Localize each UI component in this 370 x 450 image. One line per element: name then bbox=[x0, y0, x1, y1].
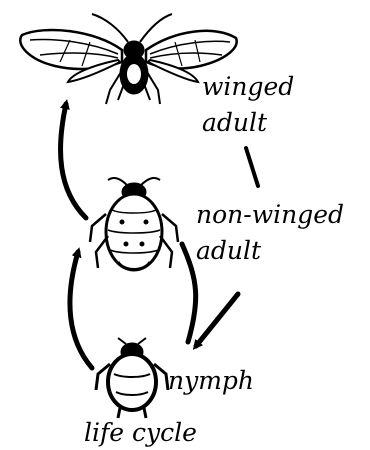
label-nymph: nymph bbox=[168, 368, 254, 394]
arrow-nonwinged-to-nymph bbox=[182, 244, 196, 342]
arrow-winged-to-nymph bbox=[246, 148, 258, 186]
caption-life-cycle: life cycle bbox=[84, 420, 197, 446]
label-non-winged-adult: adult bbox=[196, 238, 261, 264]
arrow-nonwinged-to-winged bbox=[61, 104, 86, 218]
label-winged-adult: adult bbox=[202, 110, 267, 136]
nymph-aphid-illustration bbox=[96, 338, 168, 418]
arrow-right-to-nymph bbox=[196, 294, 238, 346]
label-winged: winged bbox=[202, 74, 294, 100]
label-non-winged: non-winged bbox=[196, 202, 344, 228]
arrow-nymph-to-nonwinged bbox=[70, 252, 92, 368]
non-winged-adult-aphid-illustration bbox=[90, 178, 178, 270]
